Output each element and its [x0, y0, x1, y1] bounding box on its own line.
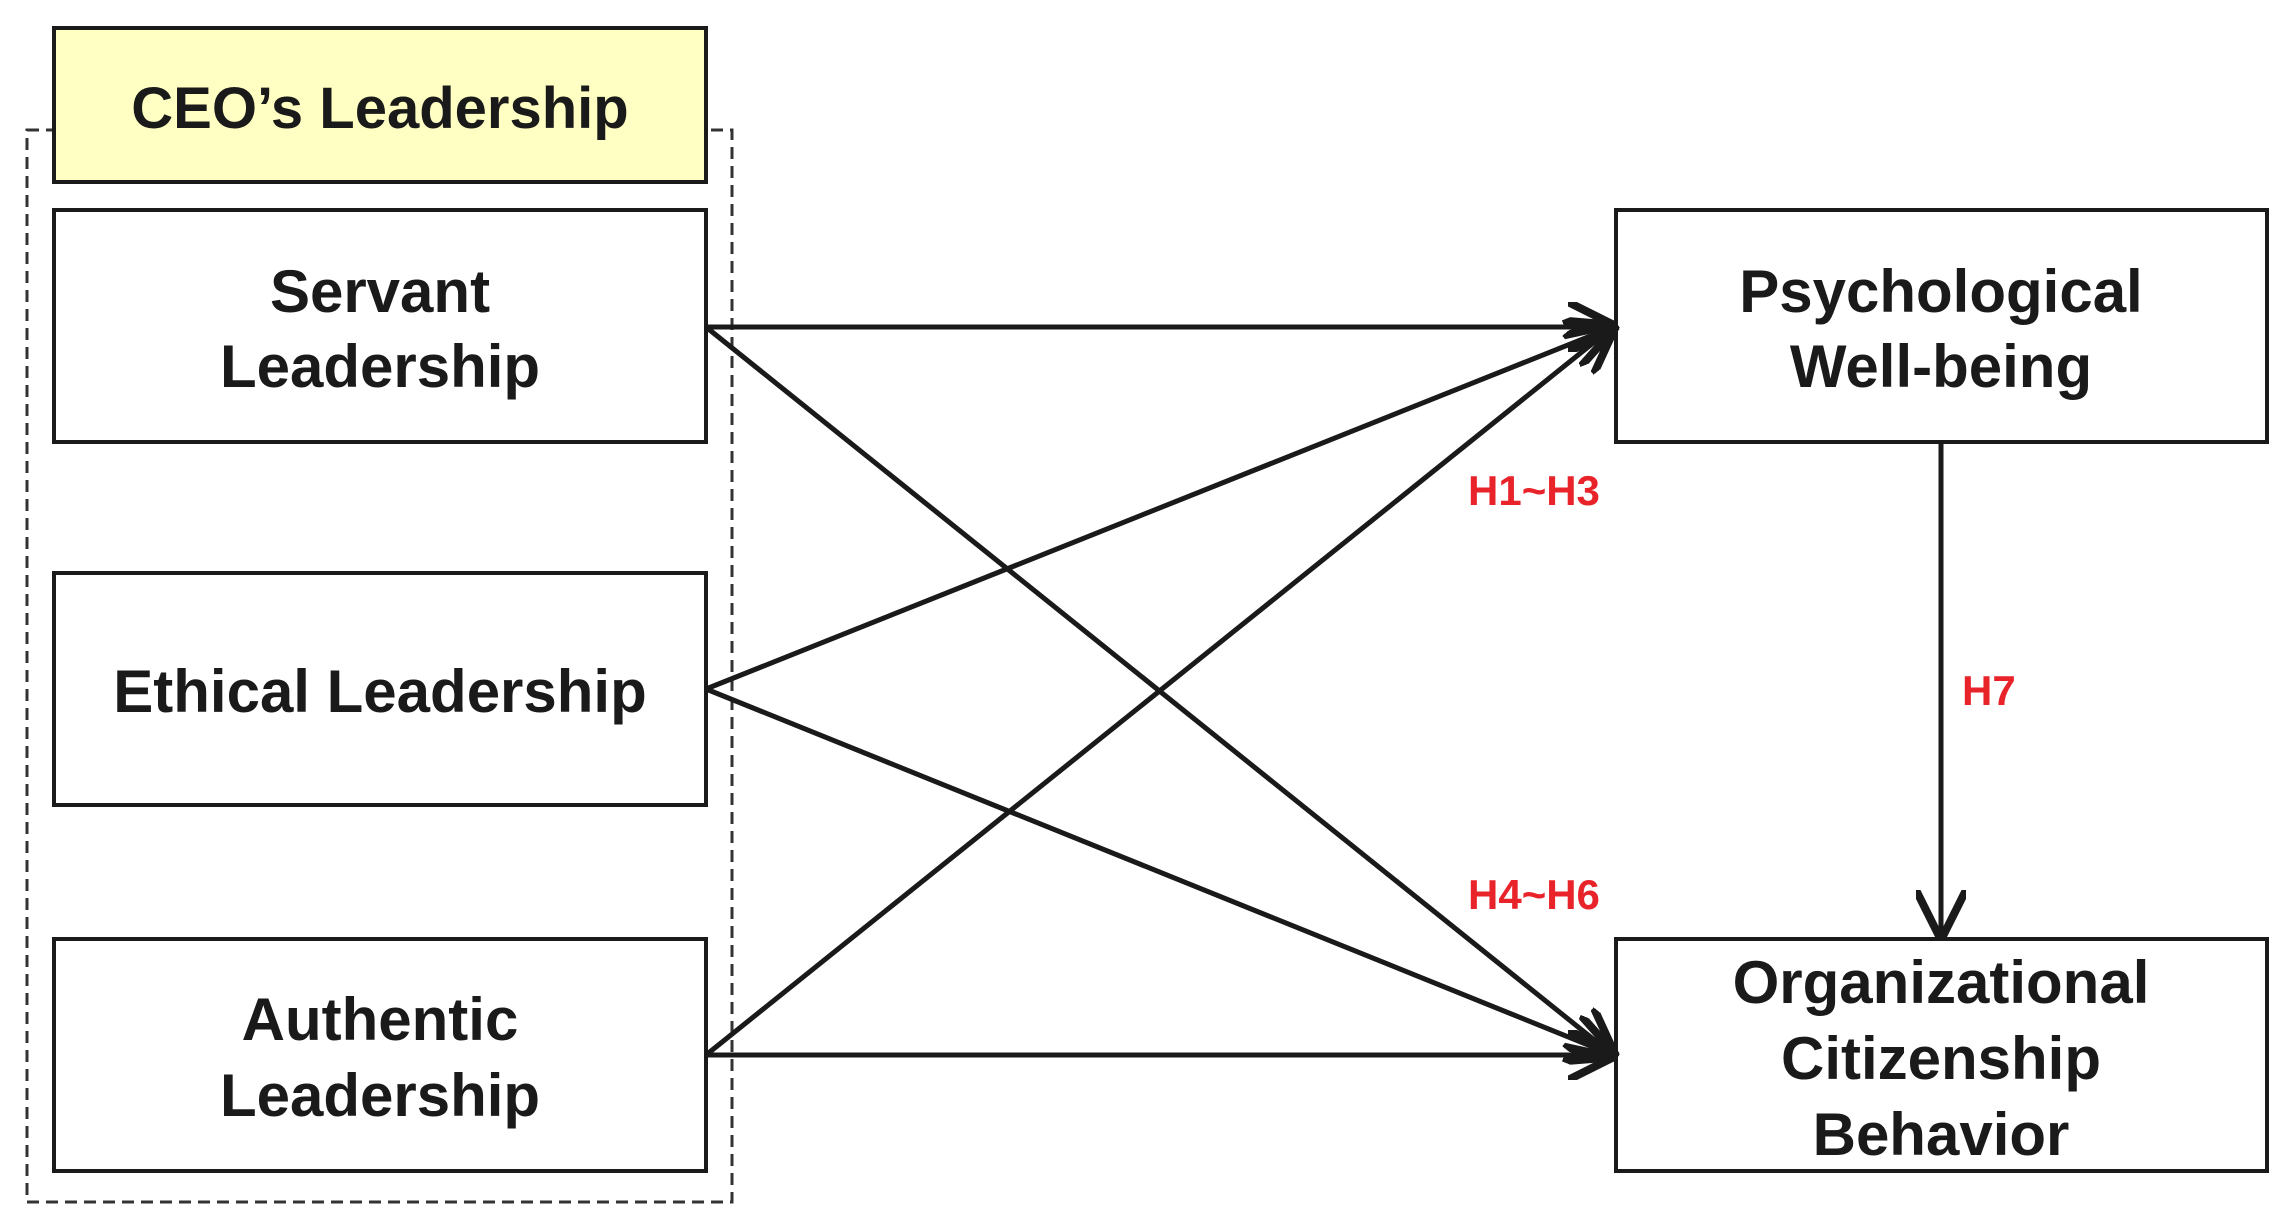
- hypothesis-label-h1-h3: H1~H3: [1468, 467, 1600, 514]
- authentic-leadership-label-line2: Leadership: [220, 1062, 540, 1129]
- hypothesis-label-h4-h6: H4~H6: [1468, 871, 1600, 918]
- arrow-ethical-to-ocb: [705, 686, 1613, 1055]
- servant-leadership-label-line2: Leadership: [220, 333, 540, 400]
- hypothesis-label-h7: H7: [1962, 667, 2016, 714]
- ocb-label-line3: Behavior: [1813, 1101, 2070, 1168]
- ocb-label-line2: Citizenship: [1781, 1025, 2101, 1092]
- ocb-label-line1: Organizational: [1733, 949, 2150, 1016]
- authentic-leadership-label-line1: Authentic: [242, 986, 519, 1053]
- psychological-wellbeing-label-line2: Well-being: [1790, 333, 2092, 400]
- servant-leadership-box: Servant Leadership: [52, 208, 708, 444]
- ethical-leadership-label: Ethical Leadership: [113, 658, 647, 725]
- servant-leadership-label-line1: Servant: [270, 258, 490, 325]
- ceo-leadership-title-box: CEO’s Leadership: [52, 26, 708, 184]
- arrow-authentic-to-wellbeing: [704, 327, 1613, 1057]
- psychological-wellbeing-label-line1: Psychological: [1739, 258, 2142, 325]
- ethical-leadership-box: Ethical Leadership: [52, 571, 708, 807]
- arrow-ethical-to-wellbeing: [705, 327, 1613, 692]
- psychological-wellbeing-box: Psychological Well-being: [1614, 208, 2269, 444]
- ocb-box: Organizational Citizenship Behavior: [1614, 937, 2269, 1173]
- authentic-leadership-box: Authentic Leadership: [52, 937, 708, 1173]
- ceo-leadership-title: CEO’s Leadership: [131, 76, 628, 141]
